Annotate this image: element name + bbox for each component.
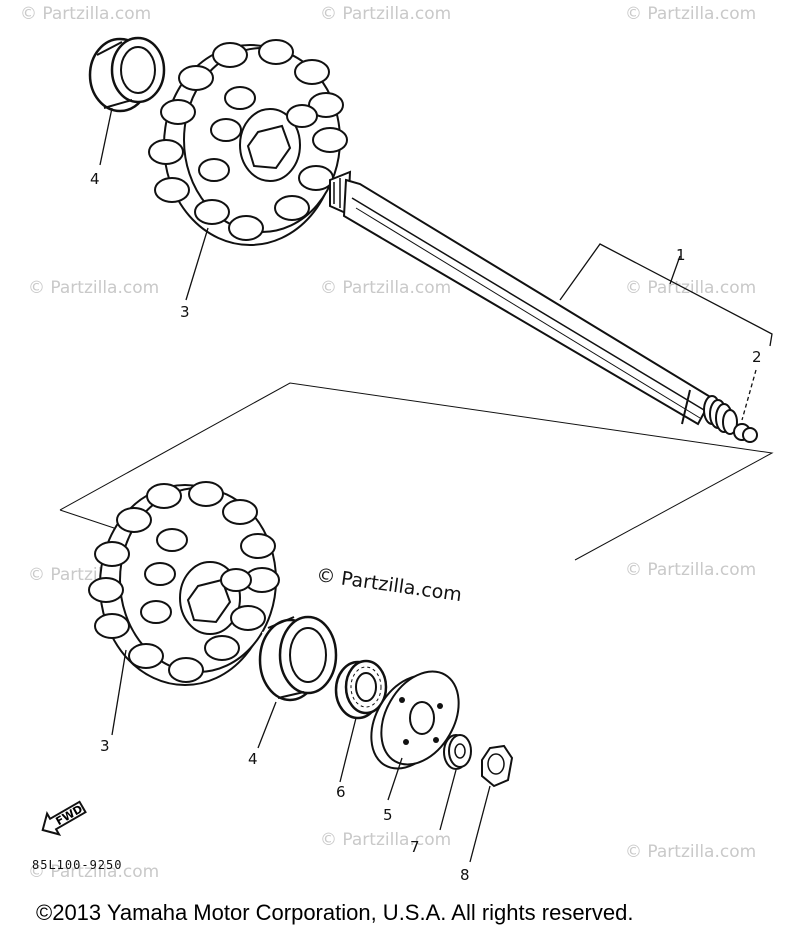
part-label-5: 5 [383, 806, 393, 824]
watermark: © Partzilla.com [320, 278, 452, 298]
part-label-4-bottom: 4 [248, 750, 258, 768]
watermark: © Partzilla.com [625, 4, 757, 24]
copyright-notice: ©2013 Yamaha Motor Corporation, U.S.A. A… [36, 900, 634, 925]
watermark: © Partzilla.com [625, 842, 757, 862]
part-label-4-top: 4 [90, 170, 100, 188]
watermark: © Partzilla.com [320, 830, 452, 850]
shaft-pin [733, 423, 758, 443]
reference-code: 85L100-9250 [32, 858, 123, 872]
watermark: © Partzilla.com [20, 4, 152, 24]
watermark: © Partzilla.com [28, 278, 160, 298]
part-label-6: 6 [336, 783, 346, 801]
drive-shaft [329, 170, 738, 435]
part-label-3-bottom: 3 [100, 737, 110, 755]
leader-lines-top [99, 107, 773, 421]
fwd-label: FWD [54, 802, 85, 828]
part-label-7: 7 [410, 838, 420, 856]
part-label-8: 8 [460, 866, 470, 884]
part-label-2: 2 [752, 348, 762, 366]
flange-plate [370, 670, 460, 770]
fwd-arrow-icon: FWD [41, 800, 87, 836]
drive-sprocket-bottom [88, 481, 280, 686]
part-label-3-top: 3 [180, 303, 190, 321]
nut [481, 744, 514, 788]
explosion-box [59, 382, 774, 561]
washer [443, 734, 472, 770]
bushing-ring-bottom [258, 615, 338, 702]
watermark: © Partzilla.com [625, 560, 757, 580]
drive-sprocket-top [148, 39, 348, 246]
bearing [334, 659, 388, 720]
bushing-ring-top [88, 36, 166, 113]
watermark: © Partzilla.com [28, 862, 160, 882]
watermark: © Partzilla.com [625, 278, 757, 298]
leader-lines-bottom [111, 649, 491, 863]
watermark: © Partzilla.com [320, 4, 452, 24]
part-label-1: 1 [676, 246, 686, 264]
